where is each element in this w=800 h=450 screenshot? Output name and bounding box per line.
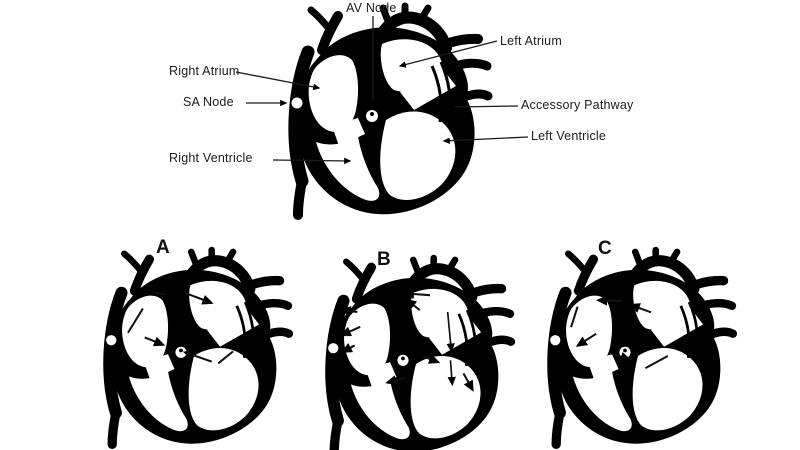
heart-panel-a: [106, 250, 289, 444]
label-leader-lines: [235, 16, 529, 165]
conduction-arrows-a: [127, 289, 234, 365]
conduction-arrows-b: [339, 288, 474, 392]
label-av-node: AV Node: [346, 1, 397, 15]
panel-letter-a: A: [156, 237, 170, 258]
label-right-atrium: Right Atrium: [169, 64, 240, 78]
leader-right-ventricle: [272, 157, 352, 165]
heart-panel-c: [550, 250, 733, 444]
heart-panel-b: [328, 258, 511, 450]
label-sa-node: SA Node: [183, 95, 234, 109]
leader-right-atrium: [235, 71, 321, 91]
heart-diagram-main: [292, 6, 489, 215]
leader-left-ventricle: [442, 136, 529, 144]
label-left-ventricle: Left Ventricle: [531, 129, 607, 143]
conduction-arrows-c: [570, 295, 669, 370]
panel-letter-c: C: [598, 238, 612, 259]
leader-left-atrium: [398, 40, 498, 68]
panel-letter-b: B: [377, 249, 391, 270]
label-accessory-pathway: Accessory Pathway: [521, 98, 634, 112]
label-right-ventricle: Right Ventricle: [169, 151, 253, 165]
label-left-atrium: Left Atrium: [500, 34, 562, 48]
leader-accessory-pathway: [454, 105, 519, 108]
